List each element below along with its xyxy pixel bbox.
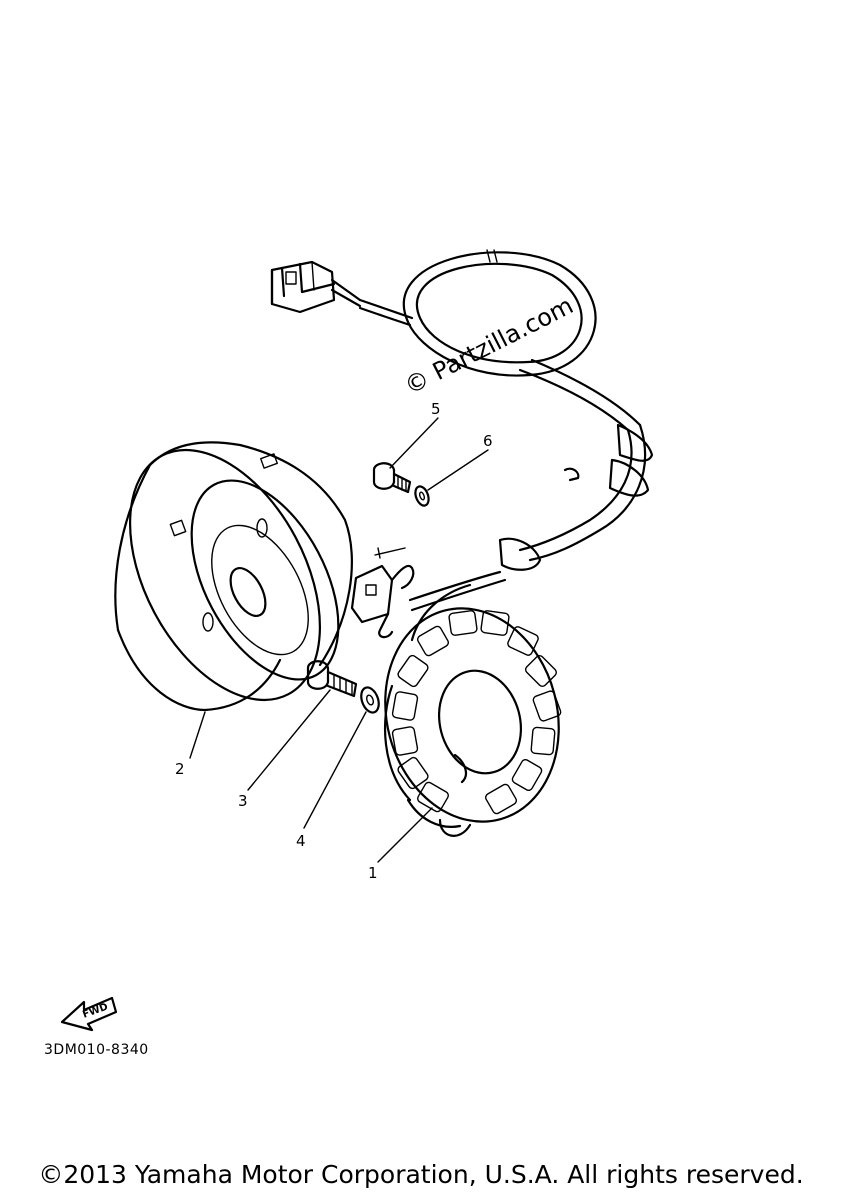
callout-3: 3 — [238, 792, 248, 810]
copyright-notice: ©2013 Yamaha Motor Corporation, U.S.A. A… — [38, 1160, 804, 1189]
fwd-label: FWD — [81, 1002, 109, 1021]
callout-1: 1 — [368, 864, 378, 882]
bolt-lower — [306, 660, 358, 698]
pickup-coil — [350, 547, 507, 639]
diagram-code: 3DM010-8340 — [44, 1042, 149, 1058]
callout-leaders — [189, 417, 489, 863]
callout-6: 6 — [483, 432, 493, 450]
bolt-upper — [372, 462, 412, 494]
callout-2: 2 — [175, 760, 185, 778]
washer-lower — [360, 686, 380, 714]
callout-5: 5 — [431, 400, 441, 418]
callout-4: 4 — [296, 832, 306, 850]
harness-grommets — [498, 423, 654, 571]
rotor-flywheel — [114, 441, 353, 712]
stator-assembly — [384, 583, 562, 837]
wire-harness — [358, 249, 647, 562]
fwd-arrow-icon: FWD — [60, 996, 118, 1032]
washer-upper — [414, 485, 430, 507]
connector-plug — [270, 260, 362, 314]
